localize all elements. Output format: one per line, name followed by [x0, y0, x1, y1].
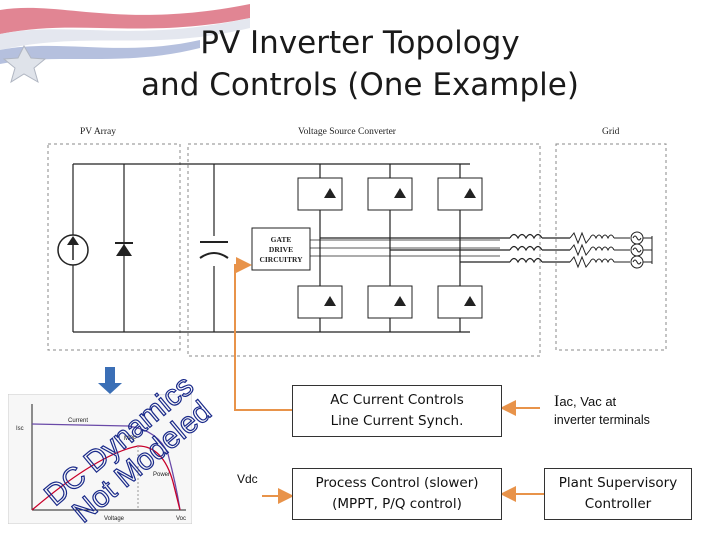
power-label: Power: [153, 472, 170, 478]
current-source-symbol: [57, 234, 89, 266]
current-label: Current: [68, 418, 88, 424]
watermark: DC Dynamics Not Modeled: [40, 369, 218, 530]
grid-label: Grid: [602, 127, 620, 137]
isc-label: Isc: [16, 426, 24, 432]
title-line-2: and Controls (One Example): [141, 67, 579, 103]
plant-box-line-1: Plant Supervisory: [558, 475, 678, 491]
down-arrow-head: [98, 383, 122, 394]
gate-drive-line-2: DRIVE: [269, 245, 293, 254]
process-box-line-2: (MPPT, P/Q control): [332, 496, 462, 512]
pv-curve-plot: Isc Voltage Voc Power MPP Current: [8, 394, 192, 524]
plant-box-line-2: Controller: [584, 496, 652, 512]
iv-curve: [31, 423, 181, 511]
page-title: PV Inverter Topology and Controls (One E…: [100, 22, 620, 106]
voltage-label: Voltage: [104, 516, 125, 522]
gate-drive-line-3: CIRCUITRY: [259, 255, 303, 264]
iac-prefix: I: [554, 393, 560, 410]
ac-current-controls-box: AC Current Controls Line Current Synch.: [292, 385, 502, 437]
iac-line-1: ac, Vac at: [559, 394, 617, 409]
vdc-label: Vdc: [237, 472, 258, 486]
grid-sources: [630, 231, 653, 269]
power-curve: [31, 445, 181, 511]
capacitor-symbol: [199, 236, 229, 266]
gate-drive-box: [251, 227, 311, 271]
diode-symbol: [115, 242, 133, 256]
ac-output-lines: [320, 233, 570, 264]
switch-leg-a: [297, 164, 343, 332]
iac-note: Iac, Vac at inverter terminals: [554, 393, 704, 429]
switch-leg-c: [437, 164, 483, 332]
process-control-box: Process Control (slower) (MPPT, P/Q cont…: [292, 468, 502, 520]
ac-box-line-1: AC Current Controls: [330, 392, 464, 408]
voc-label: Voc: [176, 516, 186, 522]
flag-logo: [0, 4, 250, 84]
vsc-label: Voltage Source Converter: [298, 127, 397, 137]
grid-impedance: [569, 231, 630, 269]
iac-line-2: inverter terminals: [554, 413, 650, 427]
circuit-diagram: PV Array Voltage Source Converter Grid: [47, 127, 667, 357]
mpp-label: MPP: [124, 436, 137, 442]
process-box-line-1: Process Control (slower): [315, 475, 479, 491]
gate-drive-line-1: GATE: [271, 235, 292, 244]
pv-array-label: PV Array: [80, 127, 116, 137]
gate-feedback-arrow: [234, 257, 292, 411]
pv-array-section: [47, 143, 181, 351]
vsc-section: [187, 143, 541, 357]
title-line-1: PV Inverter Topology: [200, 25, 520, 61]
ac-box-line-2: Line Current Synch.: [330, 413, 464, 429]
down-arrow-shaft: [105, 367, 115, 383]
grid-section: [555, 143, 667, 351]
switch-leg-b: [367, 164, 413, 332]
plant-supervisory-box: Plant Supervisory Controller: [544, 468, 692, 520]
